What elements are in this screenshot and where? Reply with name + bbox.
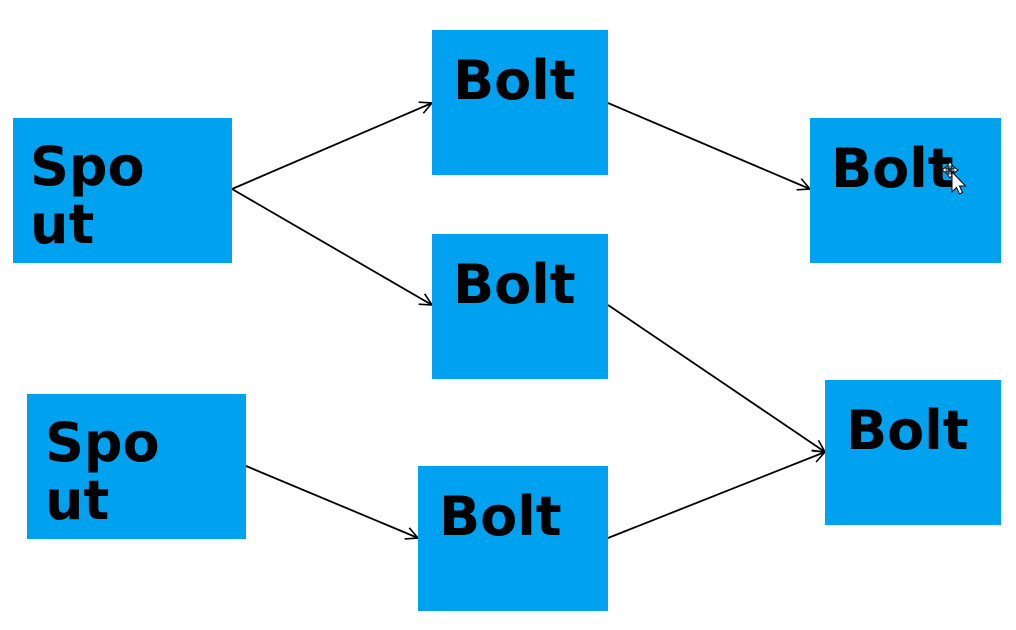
- bolt-node-2[interactable]: Bolt: [432, 234, 608, 379]
- edge-spout-1-to-bolt-1: [231, 103, 432, 190]
- edge-spout-1-to-bolt-2: [231, 188, 432, 305]
- edge-bolt-2-to-bolt-5: [607, 304, 825, 452]
- edge-bolt-1-to-bolt-4: [607, 102, 810, 189]
- spout-node-1-label: Spout: [30, 135, 145, 256]
- edge-bolt-3-to-bolt-5: [607, 452, 825, 539]
- move-cursor-icon: [941, 161, 967, 195]
- edge-spout-2-to-bolt-3: [245, 465, 418, 538]
- bolt-node-5[interactable]: Bolt: [825, 380, 1001, 525]
- bolt-node-3[interactable]: Bolt: [418, 466, 608, 611]
- bolt-node-2-label: Bolt: [453, 253, 576, 316]
- bolt-node-4-label: Bolt: [831, 137, 954, 200]
- bolt-node-1[interactable]: Bolt: [432, 30, 608, 175]
- bolt-node-5-label: Bolt: [846, 399, 969, 462]
- bolt-node-3-label: Bolt: [439, 485, 562, 548]
- spout-node-2[interactable]: Spout: [27, 394, 246, 539]
- spout-node-2-label: Spout: [45, 411, 160, 532]
- spout-node-1[interactable]: Spout: [13, 118, 232, 263]
- bolt-node-1-label: Bolt: [453, 49, 576, 112]
- bolt-node-4[interactable]: Bolt: [810, 118, 1001, 263]
